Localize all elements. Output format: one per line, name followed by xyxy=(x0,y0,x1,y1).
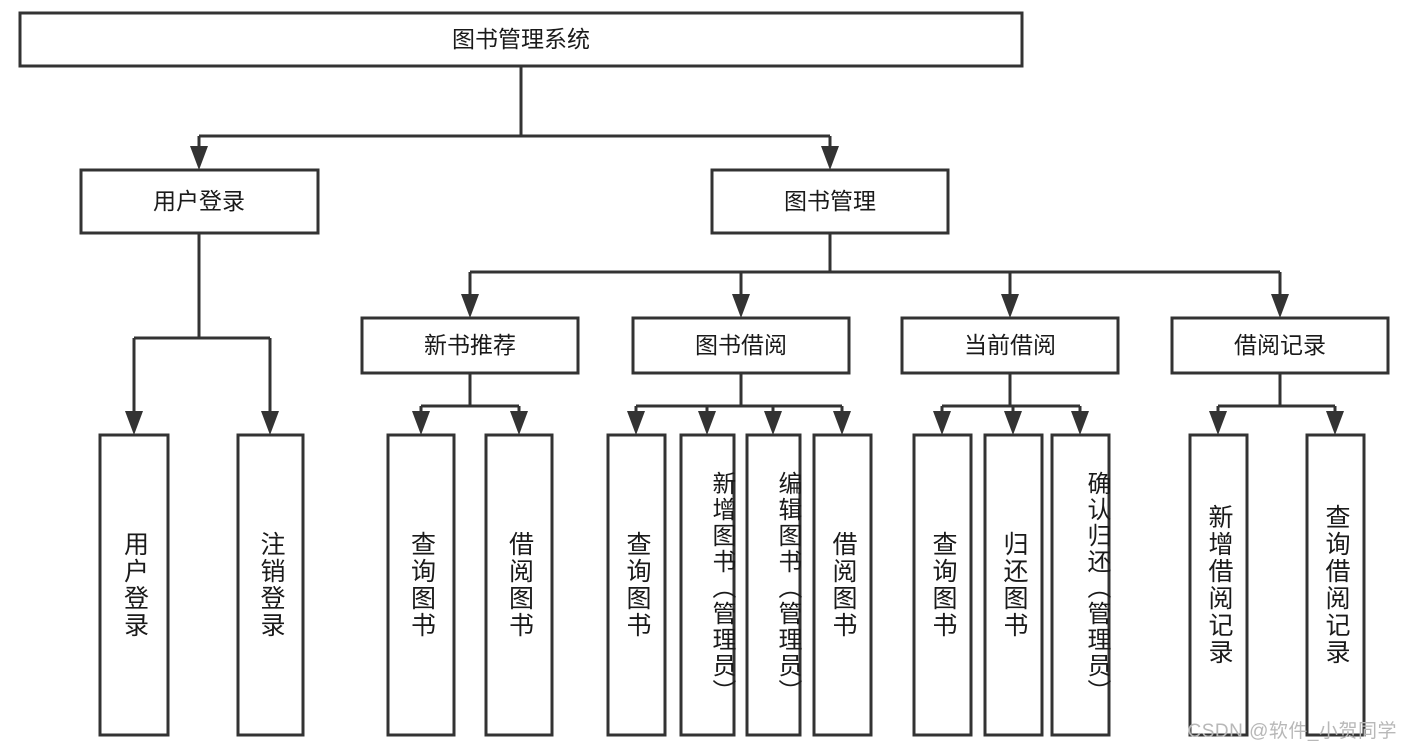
connector-user-login-bus xyxy=(132,233,272,417)
leaf-box-layer xyxy=(98,433,1366,737)
leaf-borrow-book-box[interactable] xyxy=(812,433,873,737)
leaf-confirm-return-admin-box[interactable] xyxy=(1050,433,1111,737)
node-book-borrow-label: 图书借阅 xyxy=(695,332,787,358)
node-user-login-label: 用户登录 xyxy=(153,188,245,214)
arrow-to-leaf-edit-book-admin xyxy=(764,411,782,435)
arrow-to-book-borrow xyxy=(732,294,750,318)
arrow-to-leaf-return-book xyxy=(1004,411,1022,435)
csdn-watermark: CSDN @软件_小贺同学 xyxy=(1187,721,1397,742)
leaf-query-book-cur-box[interactable] xyxy=(912,433,973,737)
connector-layer xyxy=(125,66,1344,435)
arrow-to-current-borrow xyxy=(1001,294,1019,318)
node-user-login-box[interactable] xyxy=(79,168,320,235)
node-book-borrow-box[interactable] xyxy=(631,316,851,375)
node-borrow-record[interactable]: 借阅记录 xyxy=(1170,316,1390,375)
arrow-to-new-book-rec xyxy=(461,294,479,318)
node-root[interactable]: 图书管理系统 xyxy=(18,11,1024,68)
node-new-book-rec[interactable]: 新书推荐 xyxy=(360,316,580,375)
arrow-to-leaf-add-book-admin xyxy=(698,411,716,435)
node-book-manage-box[interactable] xyxy=(710,168,950,235)
leaf-user-login-box[interactable] xyxy=(98,433,170,737)
node-current-borrow-label: 当前借阅 xyxy=(964,332,1056,358)
arrow-to-leaf-query-borrow-record xyxy=(1326,411,1344,435)
arrow-to-leaf-query-book-rec xyxy=(412,411,430,435)
node-book-manage[interactable]: 图书管理 xyxy=(710,168,950,235)
arrow-to-leaf-query-book xyxy=(627,411,645,435)
arrow-to-leaf-add-borrow-record xyxy=(1209,411,1227,435)
node-current-borrow[interactable]: 当前借阅 xyxy=(900,316,1120,375)
leaf-query-borrow-record-box[interactable] xyxy=(1305,433,1366,737)
leaf-edit-book-admin-box[interactable] xyxy=(745,433,802,737)
arrow-to-book-manage xyxy=(821,146,839,170)
connector-borrow-record-bus xyxy=(1216,373,1337,417)
connector-book-manage-bus xyxy=(468,233,1282,300)
node-root-box[interactable] xyxy=(18,11,1024,68)
arrow-to-leaf-user-logout xyxy=(261,411,279,435)
leaf-return-book-box[interactable] xyxy=(983,433,1044,737)
node-root-label: 图书管理系统 xyxy=(452,26,590,52)
node-book-manage-label: 图书管理 xyxy=(784,188,876,214)
node-current-borrow-box[interactable] xyxy=(900,316,1120,375)
leaf-borrow-book-rec-box[interactable] xyxy=(484,433,554,737)
node-user-login[interactable]: 用户登录 xyxy=(79,168,320,235)
arrow-to-leaf-confirm-return-admin xyxy=(1071,411,1089,435)
leaf-query-book-rec-box[interactable] xyxy=(386,433,456,737)
arrow-to-borrow-record xyxy=(1271,294,1289,318)
node-new-book-rec-label: 新书推荐 xyxy=(424,332,516,358)
leaf-user-logout-box[interactable] xyxy=(236,433,305,737)
connector-book-borrow-bus xyxy=(634,373,844,417)
arrow-to-leaf-borrow-book-rec xyxy=(510,411,528,435)
arrow-to-user-login xyxy=(190,146,208,170)
node-book-borrow[interactable]: 图书借阅 xyxy=(631,316,851,375)
connector-root-bus xyxy=(197,66,832,152)
leaf-query-book-box[interactable] xyxy=(606,433,667,737)
leaf-add-book-admin-box[interactable] xyxy=(679,433,736,737)
leaf-add-borrow-record-box[interactable] xyxy=(1188,433,1249,737)
node-borrow-record-box[interactable] xyxy=(1170,316,1390,375)
node-new-book-rec-box[interactable] xyxy=(360,316,580,375)
arrow-to-leaf-borrow-book xyxy=(833,411,851,435)
arrow-to-leaf-user-login xyxy=(125,411,143,435)
connector-new-book-rec-bus xyxy=(419,373,521,417)
node-borrow-record-label: 借阅记录 xyxy=(1234,332,1326,358)
arrow-to-leaf-query-book-cur xyxy=(933,411,951,435)
connector-current-borrow-bus xyxy=(940,373,1082,417)
